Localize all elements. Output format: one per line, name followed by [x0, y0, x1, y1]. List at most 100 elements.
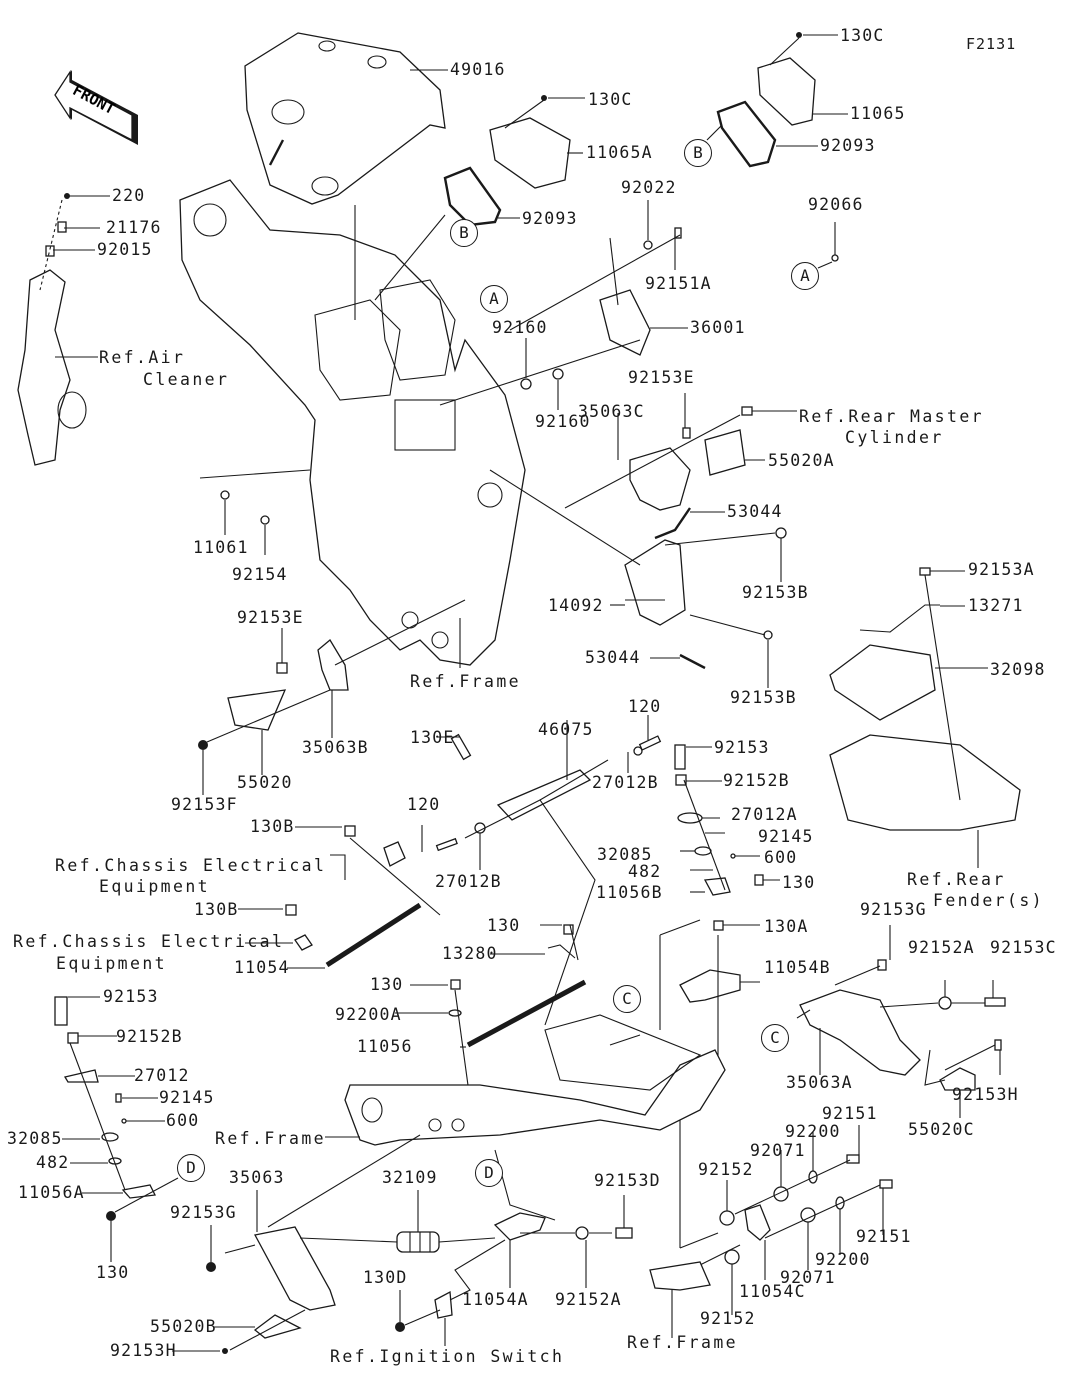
label-92160-a: 92160	[492, 318, 548, 337]
label-92152a-bottom: 92152A	[555, 1290, 622, 1309]
label-120-top: 120	[628, 697, 662, 716]
label-130-lower: 130	[370, 975, 404, 994]
label-55020a: 55020A	[768, 451, 835, 470]
label-92093-right: 92093	[820, 136, 876, 155]
label-ref-rear-fender: Ref.Rear	[907, 870, 1006, 889]
label-27012b-bottom: 27012B	[435, 872, 502, 891]
label-130-left: 130	[96, 1263, 130, 1282]
label-32085-left: 32085	[7, 1129, 63, 1148]
label-27012a: 27012A	[731, 805, 798, 824]
label-92151-top: 92151	[822, 1104, 878, 1123]
label-55020: 55020	[237, 773, 293, 792]
label-11054a: 11054A	[462, 1290, 529, 1309]
part-53044-top-hose	[654, 507, 691, 540]
label-92154: 92154	[232, 565, 288, 584]
label-11065a: 11065A	[586, 143, 653, 162]
part-11054b	[679, 969, 741, 1003]
label-11056b: 11056B	[596, 883, 663, 902]
label-32085-mid: 32085	[597, 845, 653, 864]
part-46075-arm	[496, 769, 592, 821]
label-46075: 46075	[538, 720, 594, 739]
label-32109: 32109	[382, 1168, 438, 1187]
part-36001	[599, 289, 651, 356]
label-92153e-left: 92153E	[237, 608, 304, 627]
label-92153d: 92153D	[594, 1171, 661, 1190]
label-35063: 35063	[229, 1168, 285, 1187]
label-92151-bottom: 92151	[856, 1227, 912, 1246]
label-92152-bottom: 92152	[700, 1309, 756, 1328]
callout-a-frame: A	[480, 285, 508, 313]
label-ref-chassis-electrical-2b: Equipment	[56, 954, 168, 973]
label-ref-chassis-electrical-1b: Equipment	[99, 877, 211, 896]
label-ref-frame-bottom: Ref.Frame	[627, 1333, 739, 1352]
label-36001: 36001	[690, 318, 746, 337]
label-92153f: 92153F	[171, 795, 238, 814]
label-130b-bottom: 130B	[194, 900, 239, 919]
label-14092: 14092	[548, 596, 604, 615]
callout-d-left: D	[177, 1154, 205, 1182]
front-arrow-icon: FRONT	[54, 69, 138, 145]
part-11065	[757, 57, 816, 126]
label-ref-rear-master-2: Cylinder	[845, 428, 944, 447]
label-120-left: 120	[407, 795, 441, 814]
part-55020a	[704, 429, 746, 476]
label-600-mid: 600	[764, 848, 798, 867]
air-cleaner-duct	[17, 269, 71, 466]
label-ref-chassis-electrical-2: Ref.Chassis Electrical	[13, 932, 285, 951]
label-53044-top: 53044	[727, 502, 783, 521]
label-482-mid: 482	[628, 862, 662, 881]
label-ref-ignition-switch: Ref.Ignition Switch	[330, 1347, 565, 1366]
label-27012b-top: 27012B	[592, 773, 659, 792]
label-92153g-right: 92153G	[860, 900, 927, 919]
label-ref-chassis-electrical-1: Ref.Chassis Electrical	[55, 856, 327, 875]
part-55020	[227, 689, 287, 731]
label-92152-top: 92152	[698, 1160, 754, 1179]
part-35063a	[799, 989, 921, 1076]
label-92160-b: 92160	[535, 412, 591, 431]
label-ref-air-cleaner: Ref.Air	[99, 348, 186, 367]
label-ref-frame-top: Ref.Frame	[410, 672, 522, 691]
label-92093-mid: 92093	[522, 209, 578, 228]
label-92200-bottom: 92200	[815, 1250, 871, 1269]
subframe	[344, 1049, 726, 1146]
label-482-left: 482	[36, 1153, 70, 1172]
figure-id: F2131	[966, 35, 1017, 53]
label-ref-frame-mid: Ref.Frame	[215, 1129, 327, 1148]
label-11056: 11056	[357, 1037, 413, 1056]
label-130c-top: 130C	[840, 26, 885, 45]
part-13271-strap	[859, 604, 940, 633]
label-92071-top: 92071	[750, 1141, 806, 1160]
label-53044-bottom: 53044	[585, 648, 641, 667]
label-13280: 13280	[442, 944, 498, 963]
callout-b-frame: B	[450, 219, 478, 247]
part-35063b	[317, 639, 349, 691]
label-92200-top: 92200	[785, 1122, 841, 1141]
part-35063	[254, 1226, 336, 1311]
label-21176: 21176	[106, 218, 162, 237]
label-27012: 27012	[134, 1066, 190, 1085]
label-130a: 130A	[764, 917, 809, 936]
label-130c-mid: 130C	[588, 90, 633, 109]
label-92071-bottom: 92071	[780, 1268, 836, 1287]
label-ref-rear-master: Ref.Rear Master	[799, 407, 985, 426]
callout-c-right: C	[761, 1024, 789, 1052]
part-11056-bar	[466, 979, 587, 1048]
label-35063b: 35063B	[302, 738, 369, 757]
part-11065a	[489, 117, 571, 189]
callout-b-top: B	[684, 139, 712, 167]
label-32098: 32098	[990, 660, 1046, 679]
label-11065: 11065	[850, 104, 906, 123]
label-130d: 130D	[363, 1268, 408, 1287]
callout-d-mid: D	[475, 1159, 503, 1187]
label-130-mid: 130	[782, 873, 816, 892]
label-92153c: 92153C	[990, 938, 1057, 957]
part-49016-cover	[244, 32, 446, 205]
label-92153g-left: 92153G	[170, 1203, 237, 1222]
label-13271: 13271	[968, 596, 1024, 615]
label-92145-left: 92145	[159, 1088, 215, 1107]
callout-c-mid: C	[613, 985, 641, 1013]
label-ref-air-cleaner-2: Cleaner	[143, 370, 230, 389]
label-11054: 11054	[234, 958, 290, 977]
label-92152b-left: 92152B	[116, 1027, 183, 1046]
